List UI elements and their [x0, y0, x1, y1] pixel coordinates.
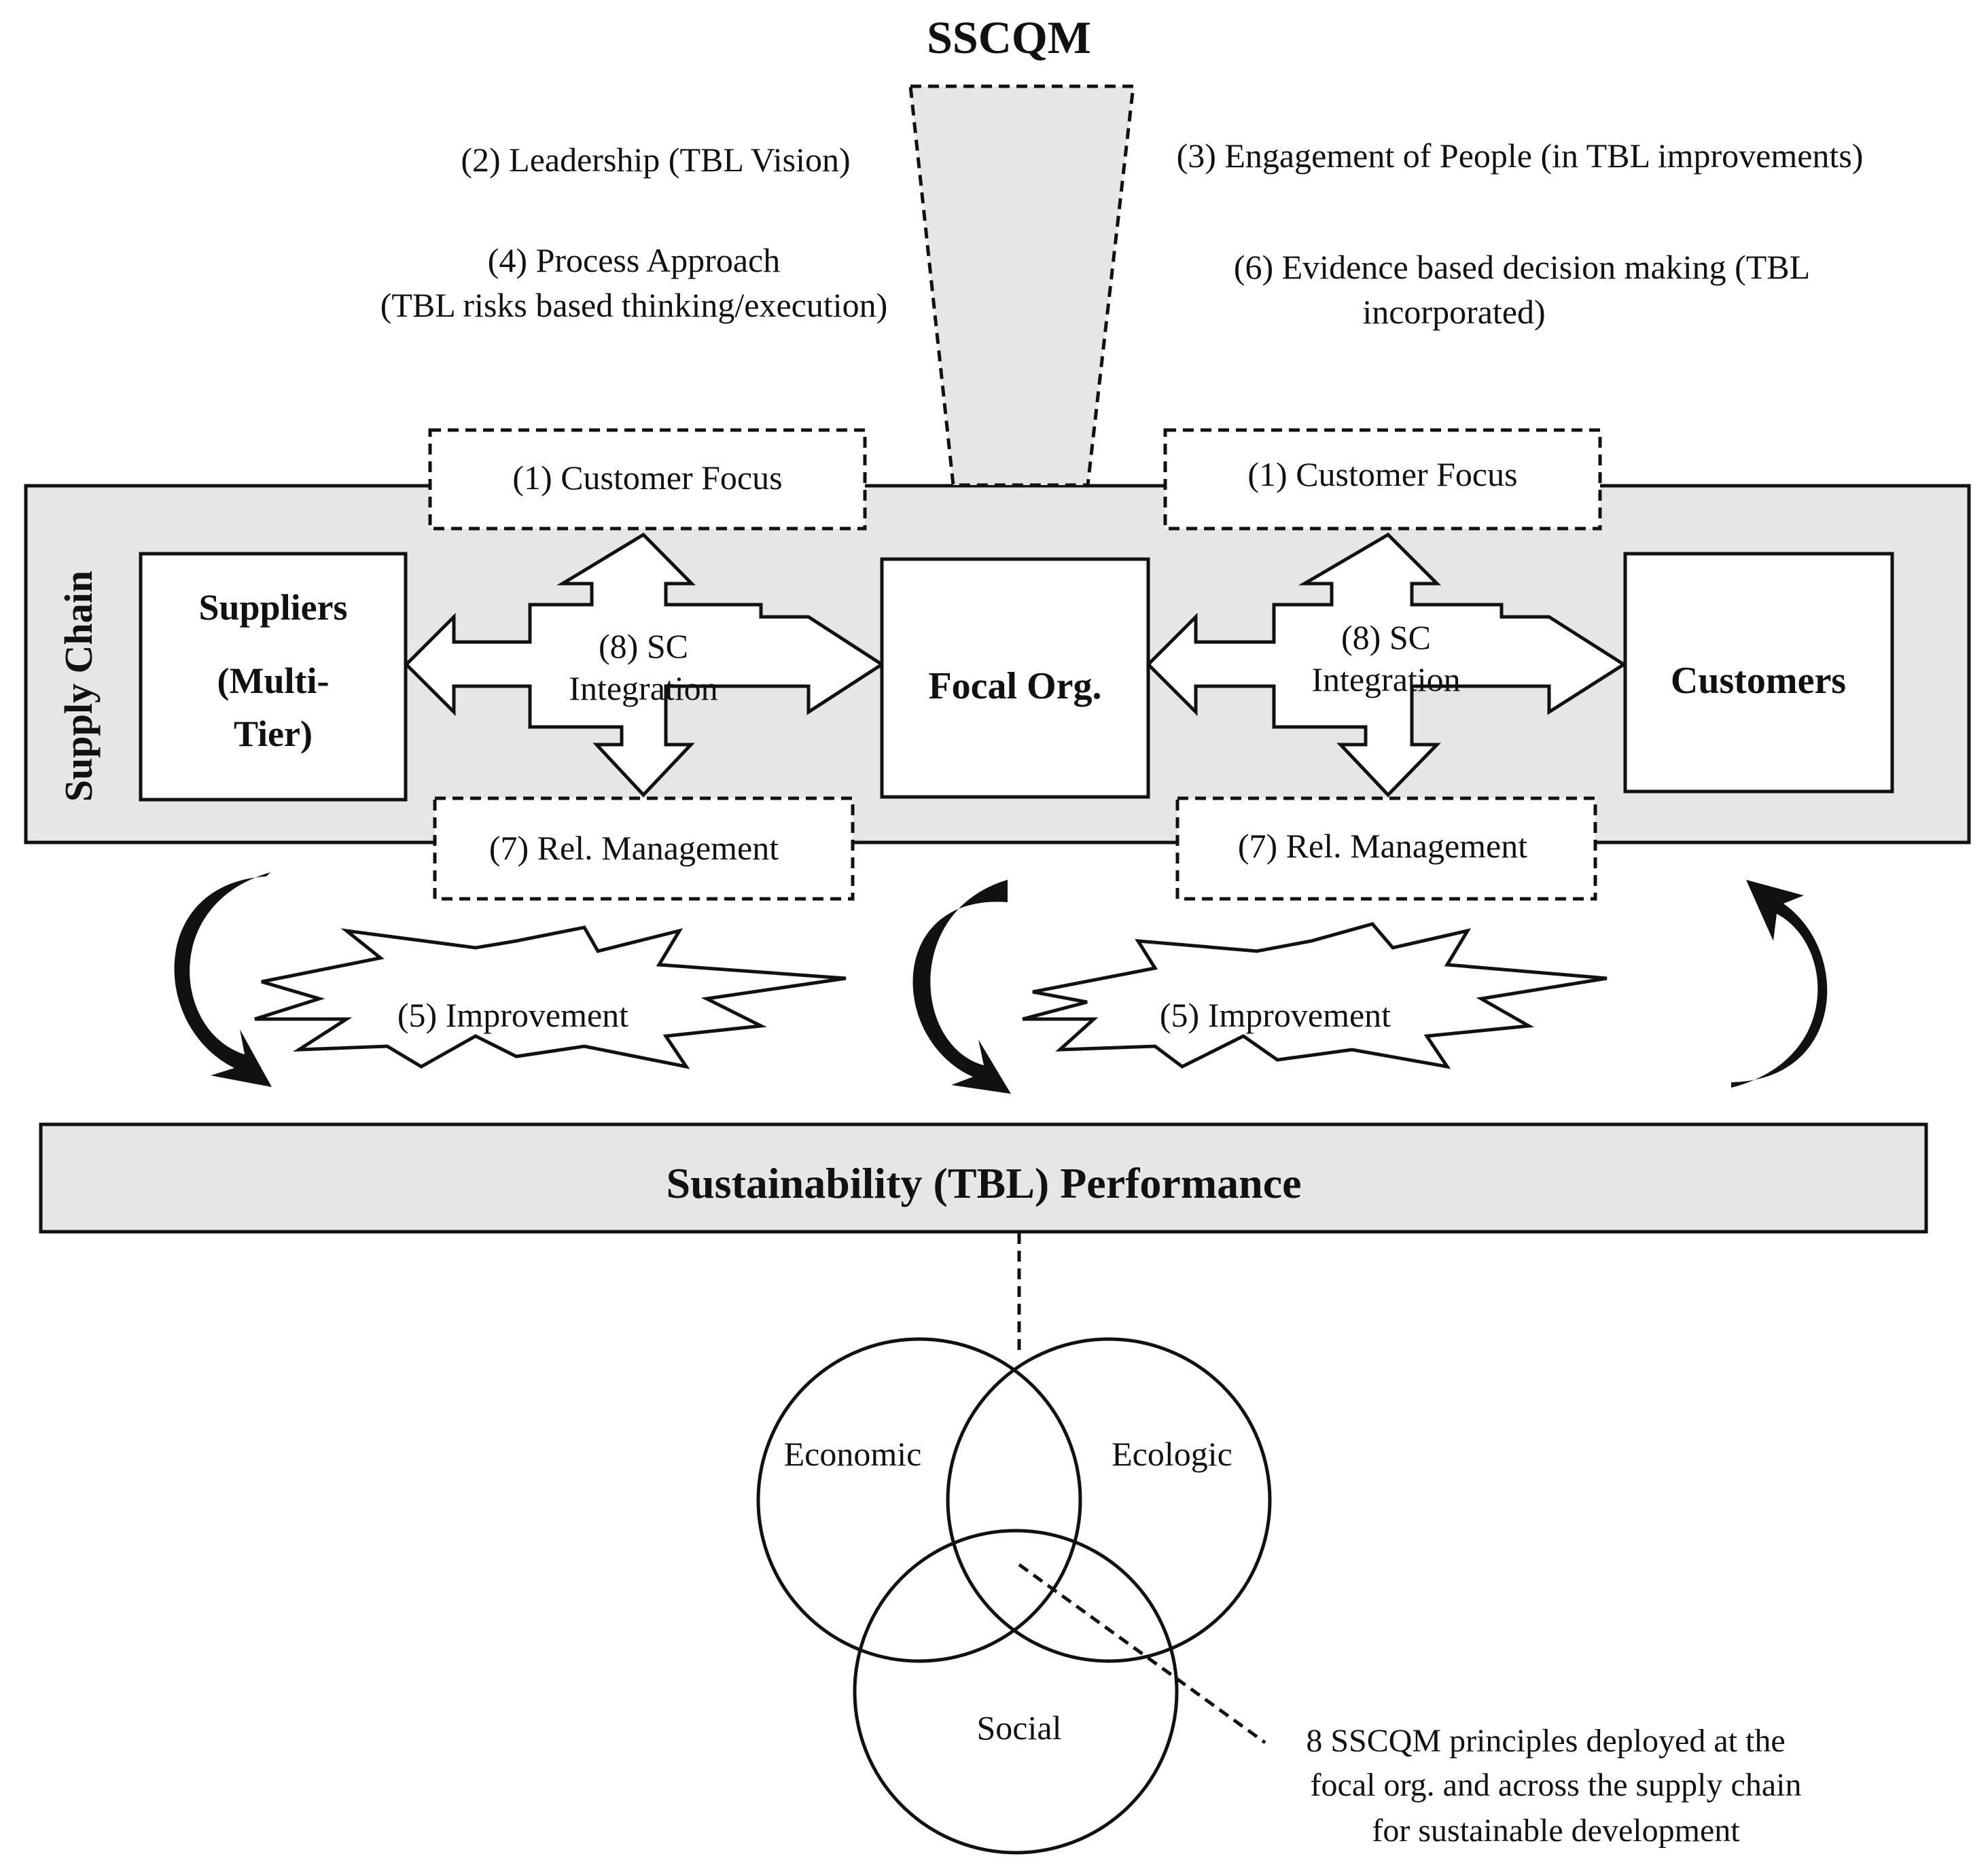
note-line2: focal org. and across the supply chain	[1311, 1767, 1802, 1803]
rel-management-box-left	[433, 796, 855, 901]
suppliers-label-line1: Suppliers	[198, 587, 347, 628]
rel-management-box-right	[1175, 796, 1597, 901]
sscqm-funnel	[908, 84, 1135, 487]
suppliers-box	[139, 552, 408, 802]
rel-management-label-left: (7) Rel. Management	[489, 829, 779, 867]
note-line3: for sustainable development	[1372, 1813, 1740, 1849]
suppliers-label-line2: (Multi-	[217, 660, 330, 701]
improvement-label-right: (5) Improvement	[1160, 996, 1391, 1034]
note-line1: 8 SSCQM principles deployed at the	[1306, 1723, 1785, 1759]
venn-circle-economic	[756, 1337, 1082, 1663]
curved-arrow-right	[1731, 880, 1828, 1088]
venn-label-ecologic: Ecologic	[1112, 1435, 1232, 1473]
diagram-title: SSCQM	[927, 12, 1091, 63]
focal-org-box	[880, 557, 1150, 799]
rel-management-label-right: (7) Rel. Management	[1238, 827, 1527, 865]
performance-label: Sustainability (TBL) Performance	[666, 1159, 1301, 1207]
integration-label-left-line1: (8) SC	[599, 627, 688, 665]
suppliers-label-line3: Tier)	[234, 713, 313, 754]
customer-focus-label-right: (1) Customer Focus	[1247, 455, 1517, 493]
supply-chain-label: Supply Chain	[56, 571, 101, 802]
integration-label-left-line2: Integration	[569, 669, 717, 707]
note-pointer-line	[1018, 1563, 1266, 1745]
customer-focus-label-left: (1) Customer Focus	[512, 459, 782, 497]
customers-box	[1623, 552, 1894, 794]
performance-bar	[39, 1122, 1928, 1234]
customer-focus-box-left	[428, 428, 867, 531]
principle-evidence-line1: (6) Evidence based decision making (TBL	[1234, 248, 1810, 286]
curved-arrow-middle	[912, 880, 1011, 1094]
curved-arrow-left	[174, 872, 272, 1087]
principle-process-line2: (TBL risks based thinking/execution)	[380, 286, 888, 324]
principle-evidence-line2: incorporated)	[1362, 293, 1545, 331]
principle-engagement: (3) Engagement of People (in TBL improve…	[1177, 137, 1864, 175]
focal-org-label: Focal Org.	[928, 665, 1101, 707]
venn-label-economic: Economic	[784, 1435, 922, 1473]
venn-label-social: Social	[977, 1709, 1062, 1747]
integration-label-right-line1: (8) SC	[1341, 618, 1431, 656]
venn-circle-social	[853, 1529, 1179, 1855]
principle-process-line1: (4) Process Approach	[488, 241, 780, 279]
customer-focus-box-right	[1163, 428, 1602, 531]
principle-leadership: (2) Leadership (TBL Vision)	[461, 141, 850, 179]
customers-label: Customers	[1671, 660, 1846, 702]
improvement-burst-right	[1022, 922, 1608, 1069]
integration-label-right-line2: Integration	[1311, 660, 1460, 698]
improvement-label-left: (5) Improvement	[397, 996, 628, 1034]
improvement-burst-left	[254, 925, 847, 1069]
venn-circle-ecologic	[946, 1337, 1272, 1663]
